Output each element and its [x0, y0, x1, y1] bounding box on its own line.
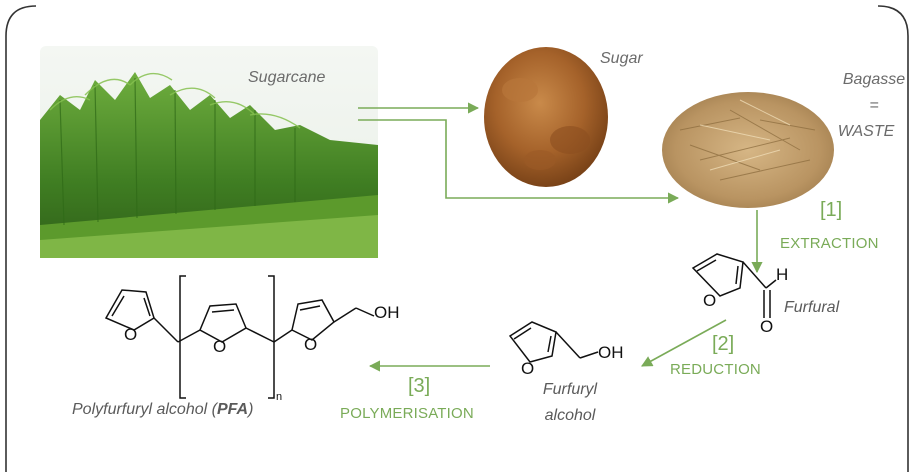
- furfural-ring-oxygen: O: [703, 291, 717, 310]
- pfa-repeat-subscript: n: [276, 391, 283, 403]
- step-1-name: EXTRACTION: [780, 235, 879, 252]
- frame-right-bracket: [877, 5, 909, 472]
- waste-label: WASTE: [837, 123, 895, 140]
- step-2-number: [2]: [712, 333, 735, 355]
- sugar-label: Sugar: [600, 50, 643, 67]
- furfural-carbonyl-oxygen: O: [760, 317, 774, 336]
- furfuryl-alcohol-structure: [508, 321, 599, 363]
- pfa-hydroxyl: OH: [374, 303, 400, 322]
- pfa-ring2-oxygen: O: [213, 337, 227, 356]
- arrow-reduction: [641, 319, 727, 367]
- furfural-structure: [691, 253, 777, 318]
- sugarcane-label: Sugarcane: [248, 69, 326, 86]
- pfa-label-abbrev: PFA: [216, 401, 249, 418]
- furfural-aldehyde-hydrogen: H: [776, 265, 789, 284]
- pfa-structure: [104, 275, 375, 399]
- step-2-name: REDUCTION: [670, 361, 761, 378]
- frame-left-bracket: [5, 5, 37, 472]
- step-1-number: [1]: [820, 199, 843, 221]
- furfuryl-label-line2: alcohol: [544, 407, 596, 424]
- step-3-name: POLYMERISATION: [340, 405, 474, 422]
- arrow-to-bagasse: [358, 119, 680, 204]
- pfa-label-prefix: Polyfurfuryl alcohol (: [72, 401, 217, 418]
- sugar-photo: [484, 47, 608, 187]
- sugarcane-photo: [40, 46, 378, 258]
- furfuryl-ring-oxygen: O: [521, 359, 535, 378]
- furfural-label: Furfural: [784, 299, 840, 316]
- furfuryl-hydroxyl: OH: [598, 343, 624, 362]
- step-3-number: [3]: [408, 375, 431, 397]
- bagasse-label: Bagasse: [842, 71, 906, 88]
- equals-label: =: [869, 97, 879, 114]
- furfuryl-label-line1: Furfuryl: [542, 381, 598, 398]
- pfa-label-suffix: ): [248, 401, 254, 418]
- bagasse-photo: [662, 92, 834, 208]
- pfa-ring3-oxygen: O: [304, 335, 318, 354]
- pfa-label: Polyfurfuryl alcohol (PFA): [72, 402, 253, 418]
- pfa-ring1-oxygen: O: [124, 325, 138, 344]
